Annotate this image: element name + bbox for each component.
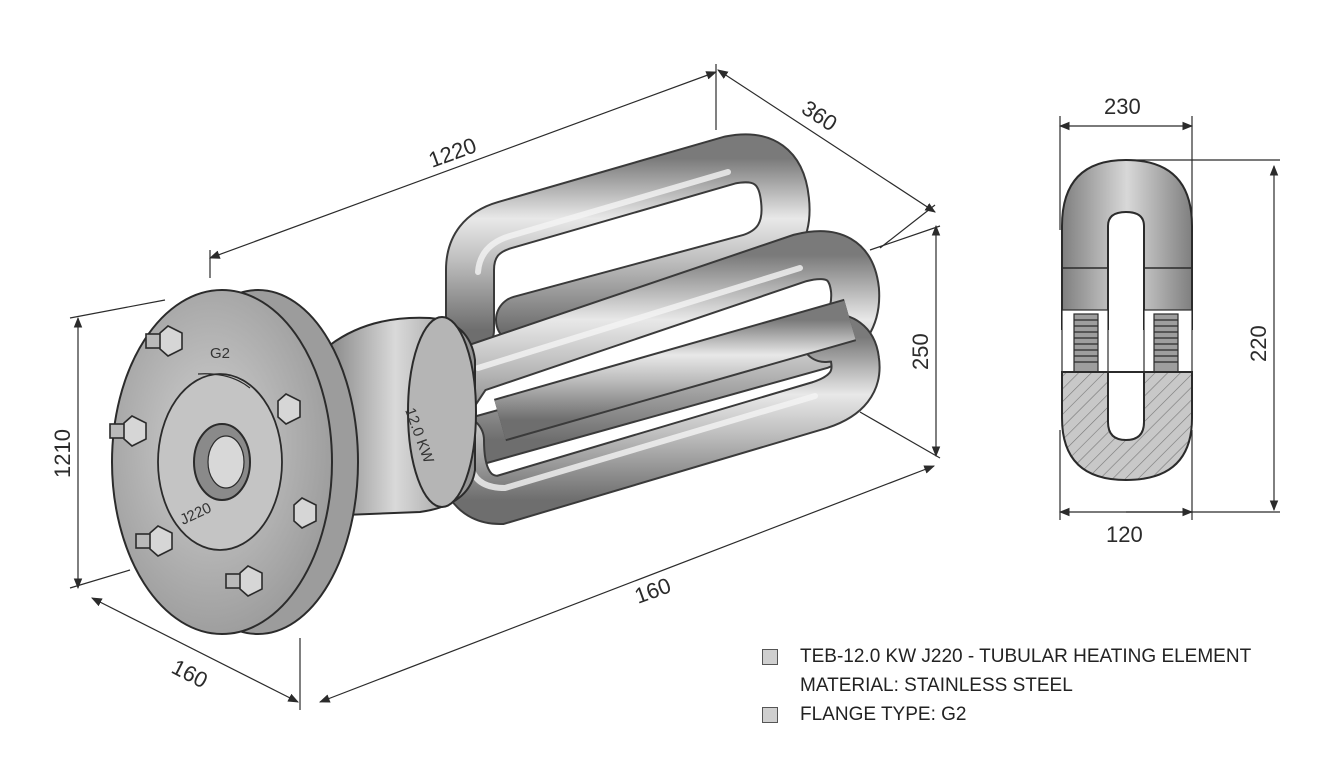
iso-view: 12.0 KW G2 J220: [50, 64, 941, 710]
legend-text: FLANGE TYPE: G2: [800, 704, 967, 725]
bolt: [145, 325, 183, 357]
tube-inner-cross: [493, 298, 857, 442]
dim-side-width-top: 230: [1104, 94, 1141, 119]
bolt: [109, 415, 147, 447]
legend-item: MATERIAL: STAINLESS STEEL: [762, 671, 1251, 700]
bolt: [135, 525, 173, 557]
flange-bolts: [109, 325, 317, 597]
bolt: [277, 393, 301, 425]
dim-side-width-bottom: 120: [1106, 522, 1143, 547]
dim-bottom-length: 160: [631, 573, 674, 609]
bolt: [225, 565, 263, 597]
flange-type-tag: G2: [210, 345, 230, 362]
legend-item: TEB-12.0 KW J220 - TUBULAR HEATING ELEME…: [762, 642, 1251, 671]
legend-swatch: [762, 648, 778, 665]
side-view: 230 220 120: [1058, 94, 1280, 547]
legend-swatch: [762, 706, 778, 723]
legend-text: MATERIAL: STAINLESS STEEL: [800, 675, 1073, 696]
bolt: [293, 497, 317, 529]
legend: TEB-12.0 KW J220 - TUBULAR HEATING ELEME…: [762, 642, 1251, 729]
dim-length-top: 1220: [425, 132, 480, 172]
side-threads: [1061, 309, 1193, 373]
dim-side-height: 220: [1246, 325, 1271, 362]
dim-flange-height: 1210: [50, 429, 75, 478]
legend-text: TEB-12.0 KW J220 - TUBULAR HEATING ELEME…: [800, 646, 1252, 667]
dim-flange-depth: 160: [168, 654, 212, 693]
legend-item: FLANGE TYPE: G2: [762, 700, 1251, 729]
iso-dimension-lines: [69, 64, 941, 710]
dim-height-right: 250: [908, 333, 933, 370]
side-dimension-lines: [1058, 116, 1280, 520]
dim-depth-top: 360: [797, 95, 841, 136]
